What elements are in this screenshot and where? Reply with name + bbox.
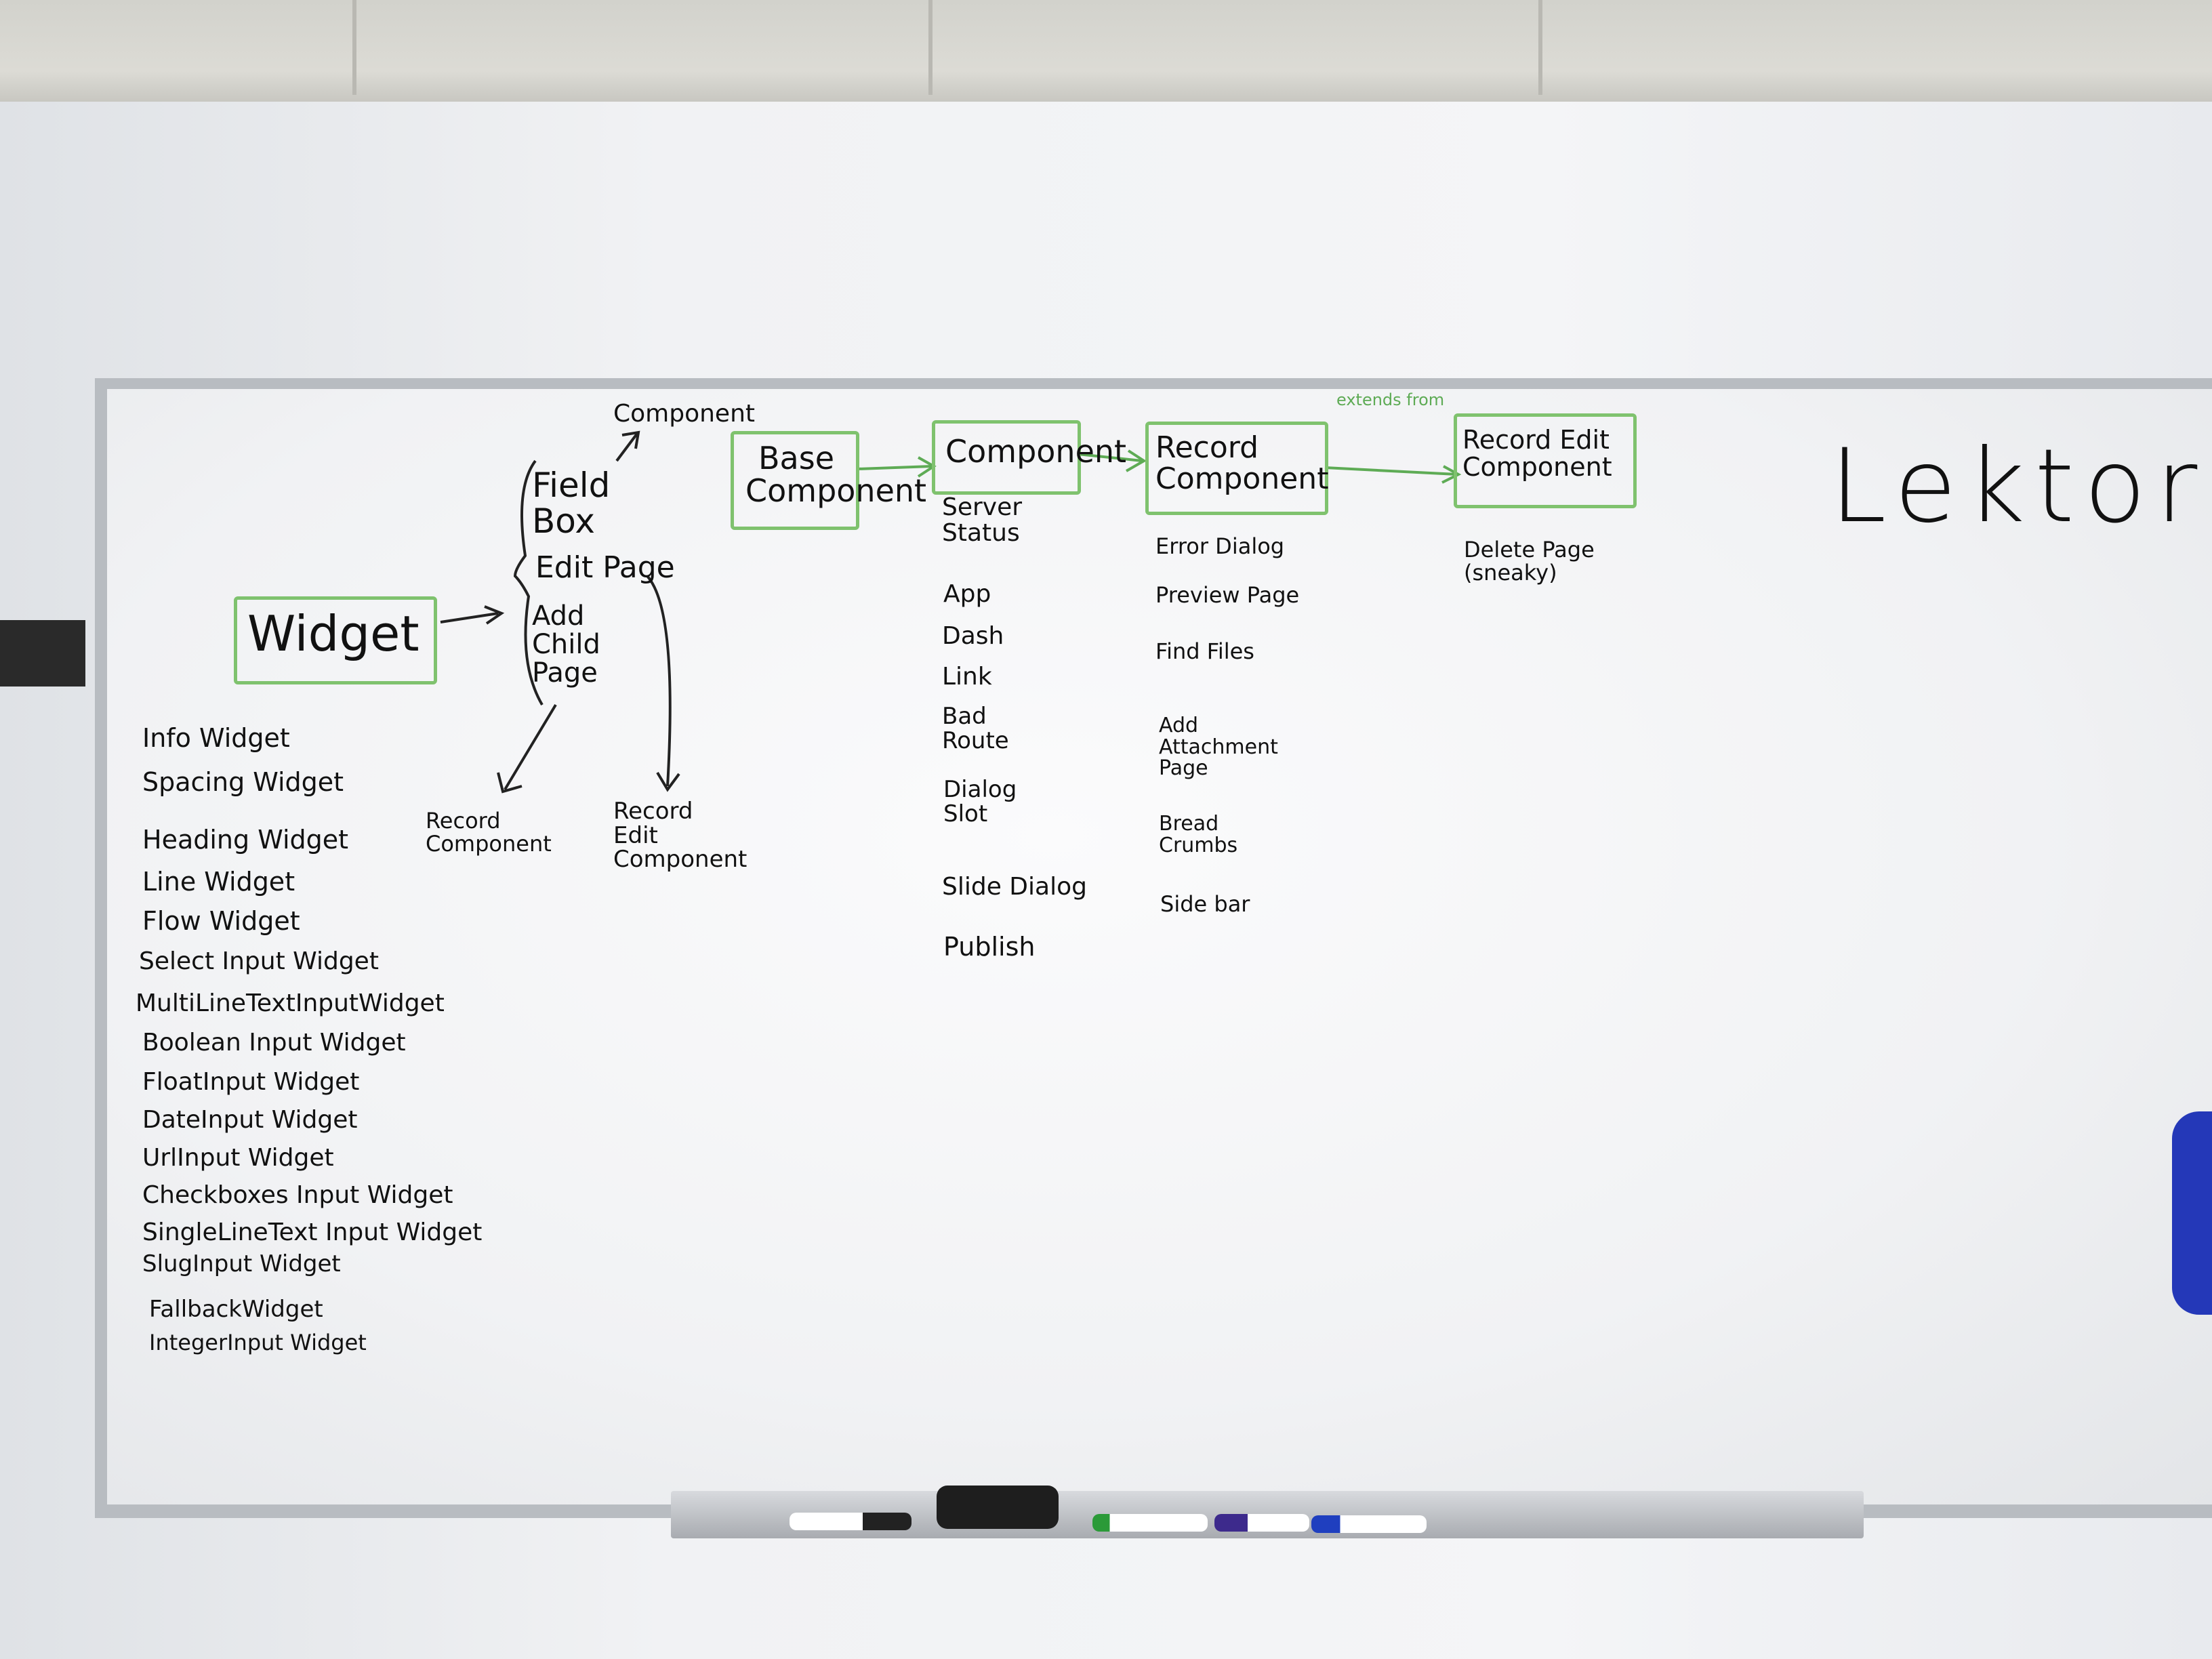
list-item: Preview Page	[1155, 582, 1300, 608]
widget-arrow	[440, 612, 499, 623]
field-box-label: Field Box	[532, 466, 611, 541]
widget-box	[234, 596, 437, 684]
base-component-box	[731, 431, 859, 530]
list-item: Boolean Input Widget	[142, 1029, 406, 1057]
inherit-arrow-1	[857, 465, 933, 470]
add-child-arrow	[504, 703, 557, 791]
shelf	[0, 620, 85, 687]
list-item: Select Input Widget	[139, 947, 379, 975]
ceiling-tile	[928, 0, 1542, 95]
list-item: UrlInput Widget	[142, 1144, 334, 1172]
brace	[513, 459, 544, 706]
black-marker	[790, 1513, 912, 1530]
list-item: FallbackWidget	[149, 1296, 323, 1323]
list-item: Line Widget	[142, 867, 295, 897]
list-item: Side bar	[1160, 891, 1250, 917]
whiteboard	[107, 389, 2212, 1504]
widget-label: Widget	[247, 605, 419, 662]
edit-page-arrow-head	[656, 771, 680, 792]
edit-page-arrow	[646, 575, 672, 787]
list-item: Slide Dialog	[942, 873, 1087, 901]
edit-page-label: Edit Page	[535, 550, 675, 585]
blue-marker	[1311, 1515, 1427, 1533]
list-item: FloatInput Widget	[142, 1068, 360, 1096]
record-edit-component-label: Record Edit Component	[1462, 425, 1612, 482]
list-item: Publish	[943, 932, 1036, 962]
inherit-arrow-3-head	[1441, 465, 1462, 484]
list-item: App	[943, 580, 991, 608]
list-item: Bad Route	[942, 703, 1009, 754]
component-label: Component	[945, 433, 1127, 470]
fieldbox-arrow-head	[621, 430, 640, 449]
list-item: Add Attachment Page	[1159, 714, 1278, 780]
list-item: Spacing Widget	[142, 767, 344, 797]
inherit-arrow-2-head	[1126, 449, 1147, 472]
list-item: Dialog Slot	[943, 776, 1017, 827]
list-item: Checkboxes Input Widget	[142, 1181, 453, 1209]
list-item: Heading Widget	[142, 825, 349, 855]
record-edit-component-small: Record Edit Component	[613, 798, 747, 874]
fieldbox-arrow	[615, 432, 638, 462]
base-component-label: Base Component	[745, 440, 927, 510]
blue-object	[2172, 1111, 2212, 1315]
inherit-arrow-2	[1077, 453, 1143, 462]
list-item: IntegerInput Widget	[149, 1330, 367, 1355]
list-item: Info Widget	[142, 723, 290, 753]
title-lektor: Lektor	[1830, 428, 2207, 546]
list-item: DateInput Widget	[142, 1106, 358, 1134]
inherit-arrow-3	[1324, 466, 1458, 476]
list-item: Server Status	[942, 493, 1023, 547]
record-component-box	[1145, 422, 1328, 515]
list-item: Flow Widget	[142, 906, 300, 936]
purple-marker	[1214, 1514, 1309, 1532]
add-child-arrow-head	[497, 772, 523, 794]
list-item: SlugInput Widget	[142, 1250, 341, 1277]
ceiling-tile	[0, 0, 356, 95]
list-item: Link	[942, 663, 992, 691]
component-box	[932, 420, 1081, 495]
list-item: MultiLineTextInputWidget	[136, 989, 445, 1017]
eraser	[937, 1486, 1059, 1529]
list-item: Bread Crumbs	[1159, 812, 1238, 857]
list-item: Error Dialog	[1155, 533, 1285, 559]
ceiling-tile	[352, 0, 933, 95]
green-marker	[1092, 1514, 1208, 1532]
widget-arrow-head	[484, 605, 505, 625]
add-child-page-label: Add Child Page	[532, 600, 600, 689]
record-edit-component-box	[1454, 413, 1637, 508]
extends-from-note: extends from	[1336, 390, 1445, 409]
record-component-label: Record Component	[1155, 430, 1329, 497]
component-label-top: Component	[613, 400, 756, 428]
list-item: Find Files	[1155, 638, 1254, 664]
list-item: SingleLineText Input Widget	[142, 1218, 483, 1246]
record-edit-item: Delete Page (sneaky)	[1464, 537, 1595, 586]
ceiling	[0, 0, 2212, 102]
list-item: Dash	[942, 622, 1004, 650]
record-component-small: Record Component	[426, 808, 552, 857]
